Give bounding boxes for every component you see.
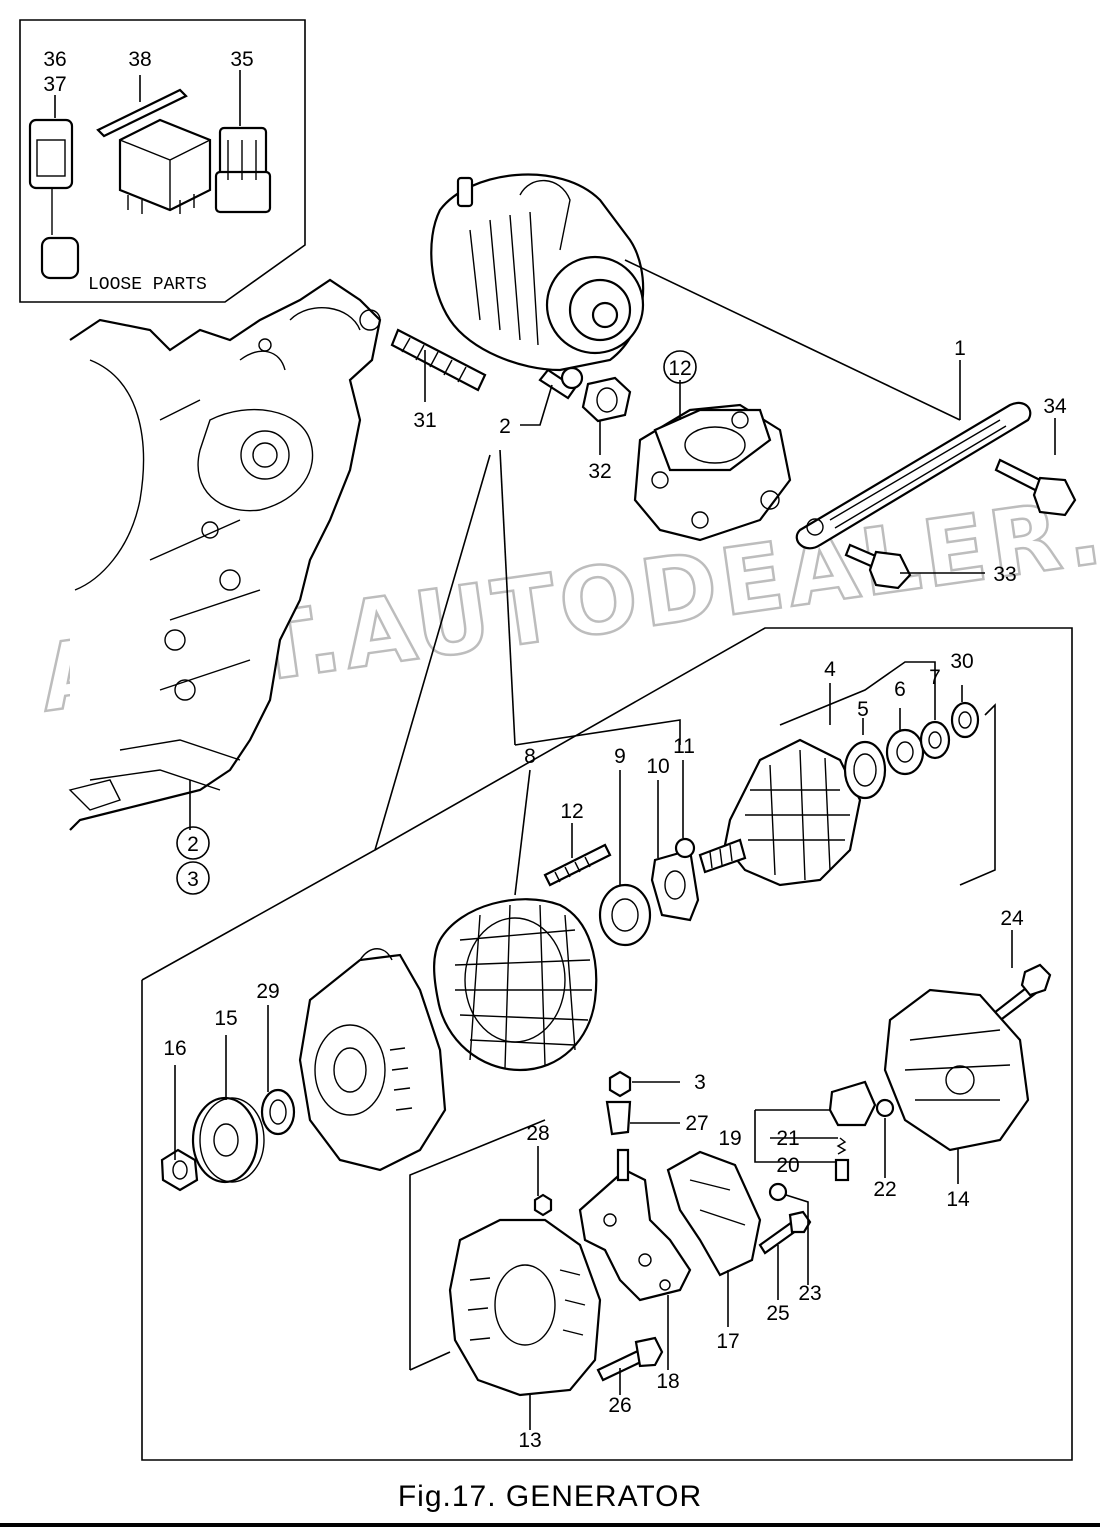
stator-8 bbox=[433, 898, 598, 1072]
callout-19: 19 bbox=[718, 1127, 741, 1150]
stud-bolt-31 bbox=[390, 328, 487, 392]
bolt-25 bbox=[758, 1210, 812, 1255]
callout-27: 27 bbox=[685, 1112, 708, 1135]
nut-3 bbox=[608, 1070, 632, 1098]
thermostat-housing-12 bbox=[633, 403, 792, 542]
callout-33: 33 bbox=[993, 563, 1016, 586]
callout-16: 16 bbox=[163, 1037, 186, 1060]
callout-3: 3 bbox=[694, 1071, 706, 1094]
callout-circle-2 bbox=[176, 826, 210, 860]
retainer-plate-10 bbox=[650, 848, 700, 922]
callout-9: 9 bbox=[614, 745, 626, 768]
drive-end-frame bbox=[298, 948, 447, 1172]
callout-12-circled: 12 bbox=[668, 357, 691, 380]
callout-38: 38 bbox=[128, 48, 151, 71]
callout-30: 30 bbox=[950, 650, 973, 673]
callout-10: 10 bbox=[646, 755, 669, 778]
bracket-4 bbox=[779, 661, 936, 726]
callout-20: 20 bbox=[776, 1154, 799, 1177]
loose-parts-label: LOOSE PARTS bbox=[88, 275, 207, 295]
relay-bracket-icon bbox=[96, 88, 188, 138]
callout-1: 1 bbox=[954, 337, 966, 360]
callout-17: 17 bbox=[716, 1330, 739, 1353]
callout-29: 29 bbox=[256, 980, 279, 1003]
relay-body-icon bbox=[118, 118, 212, 212]
engine-callouts: 31 2 32 12 1 34 33 2 3 bbox=[187, 337, 1067, 891]
bracket-13-bottom bbox=[409, 1351, 451, 1371]
adjusting-bar-1 bbox=[795, 401, 1032, 550]
bracket-8 bbox=[514, 719, 681, 746]
loose-parts-callouts: 36 37 38 35 bbox=[43, 48, 253, 96]
spacer-29 bbox=[260, 1088, 296, 1136]
pulley-nut-16 bbox=[160, 1148, 199, 1192]
spring-21 bbox=[836, 1137, 847, 1155]
bearing-cover-6 bbox=[885, 728, 925, 776]
bracket-30 bbox=[959, 703, 996, 886]
callout-18: 18 bbox=[656, 1370, 679, 1393]
callout-35: 35 bbox=[230, 48, 253, 71]
callout-24: 24 bbox=[1000, 907, 1024, 930]
generator-assembly bbox=[430, 173, 645, 400]
exploded-view-border bbox=[141, 627, 1073, 1461]
callout-11: 11 bbox=[673, 735, 695, 758]
callout-12: 12 bbox=[560, 800, 583, 823]
rear-cover-14 bbox=[883, 988, 1030, 1152]
bracket-13 bbox=[409, 1119, 546, 1370]
bolt-26 bbox=[596, 1336, 664, 1382]
exploded-leader-lines bbox=[174, 683, 1013, 1430]
callout-25: 25 bbox=[766, 1302, 789, 1325]
washer-30 bbox=[950, 701, 980, 739]
bearing-9 bbox=[598, 883, 652, 947]
figure-caption: Fig.17. GENERATOR bbox=[397, 1480, 703, 1513]
relay-unit-icon bbox=[28, 118, 74, 190]
rectifier-18 bbox=[578, 1148, 692, 1302]
callout-14: 14 bbox=[946, 1188, 970, 1211]
screw-22 bbox=[875, 1098, 895, 1118]
rotor-4 bbox=[698, 738, 862, 887]
callout-circle-12 bbox=[663, 350, 697, 384]
regulator-19 bbox=[828, 1080, 877, 1127]
callout-36: 36 bbox=[43, 48, 66, 71]
callout-37: 37 bbox=[43, 73, 66, 96]
callout-3-circled: 3 bbox=[187, 868, 199, 891]
callout-8: 8 bbox=[524, 745, 536, 768]
bolt-34 bbox=[994, 458, 1077, 517]
callout-7: 7 bbox=[929, 666, 941, 689]
callout-6: 6 bbox=[894, 678, 906, 701]
callout-21: 21 bbox=[776, 1127, 799, 1150]
callout-28: 28 bbox=[526, 1122, 549, 1145]
callout-15: 15 bbox=[214, 1007, 237, 1030]
screw-11 bbox=[674, 837, 696, 859]
bolt-33 bbox=[844, 543, 912, 590]
callout-31: 31 bbox=[413, 409, 436, 432]
gear-case-housing bbox=[68, 278, 382, 831]
callout-2-top: 2 bbox=[499, 415, 511, 438]
brush-20 bbox=[834, 1158, 850, 1182]
callout-4: 4 bbox=[824, 658, 836, 681]
callout-circle-3 bbox=[176, 861, 210, 895]
brush-holder-17 bbox=[666, 1150, 762, 1277]
connector-plug-icon bbox=[40, 236, 80, 280]
callout-26: 26 bbox=[608, 1394, 631, 1417]
callout-32: 32 bbox=[588, 460, 611, 483]
callout-13: 13 bbox=[518, 1429, 541, 1452]
callout-22: 22 bbox=[873, 1178, 896, 1201]
loose-parts-box: LOOSE PARTS bbox=[19, 19, 306, 303]
nut-32 bbox=[581, 376, 632, 423]
callout-2-circled: 2 bbox=[187, 833, 199, 856]
callout-5: 5 bbox=[857, 698, 869, 721]
bottom-rule bbox=[0, 1523, 1100, 1527]
nut-28 bbox=[533, 1193, 553, 1217]
screw-23 bbox=[768, 1182, 788, 1202]
insulator-27 bbox=[605, 1100, 632, 1136]
stud-12 bbox=[543, 843, 612, 887]
bearing-5 bbox=[843, 740, 887, 800]
callout-23: 23 bbox=[798, 1282, 821, 1305]
rear-frame-13 bbox=[448, 1218, 602, 1397]
exploded-callouts: 4 5 6 7 30 8 12 9 10 11 24 16 15 29 3 27… bbox=[163, 650, 1024, 1452]
washer-7 bbox=[919, 720, 951, 760]
pulley-15 bbox=[191, 1096, 265, 1184]
callout-34: 34 bbox=[1043, 395, 1067, 418]
